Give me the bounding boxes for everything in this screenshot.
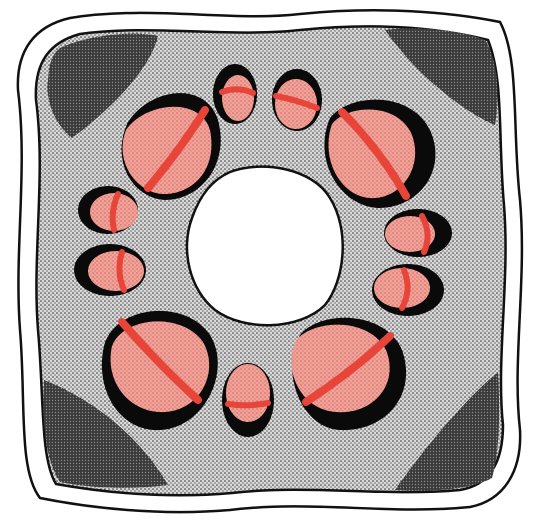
- cavity: [222, 363, 274, 437]
- cavity: [78, 186, 138, 234]
- cavity: [74, 244, 146, 296]
- cavity: [372, 264, 444, 316]
- cavity: [213, 64, 257, 124]
- central-opening: [187, 167, 343, 326]
- cavity: [272, 69, 322, 131]
- cavity: [384, 209, 452, 257]
